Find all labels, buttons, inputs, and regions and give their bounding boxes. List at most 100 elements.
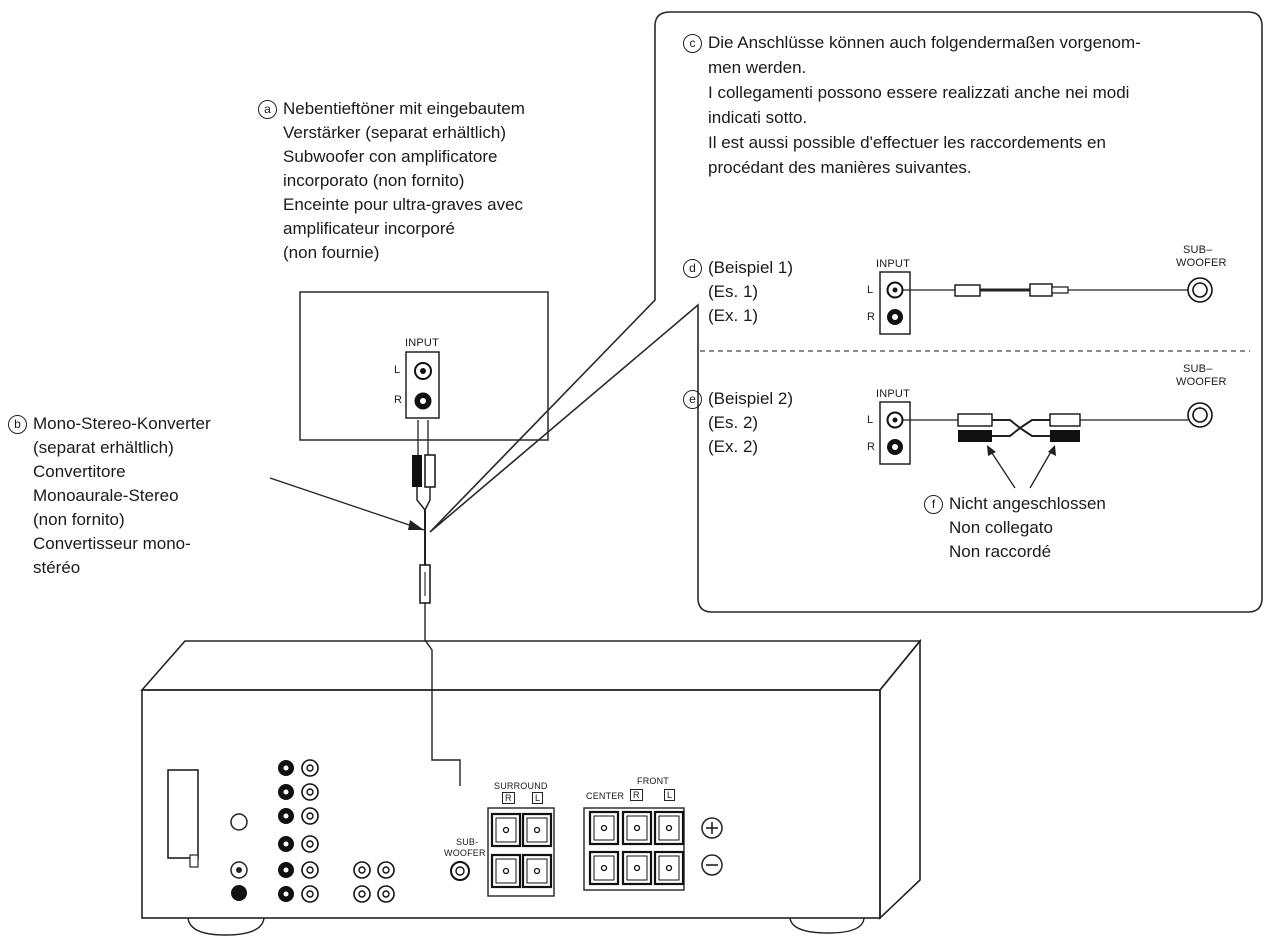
aux-jack <box>377 885 395 903</box>
surround-l-label: L <box>532 792 544 804</box>
sub-input-l-label: L <box>394 364 401 376</box>
ex1-plug-right <box>1029 283 1053 297</box>
ex1-input-panel <box>879 271 911 335</box>
note-a-line: Verstärker (separat erhältlich) <box>283 123 506 142</box>
marker-c: c <box>683 34 702 53</box>
note-a-line: amplificateur incorporé <box>283 219 455 238</box>
example-2-line: (Beispiel 2) <box>708 389 794 408</box>
note-a-line: Nebentieftöner mit eingebautem <box>283 99 525 118</box>
sub-input-r-label: R <box>394 394 403 406</box>
speaker-terminal <box>521 812 553 848</box>
rca-jack-pair <box>278 807 319 825</box>
speaker-terminal <box>621 810 653 846</box>
rca-plug-red <box>412 455 422 487</box>
speaker-terminal <box>588 810 620 846</box>
example-1-line: (Beispiel 1) <box>708 258 794 277</box>
note-f-line: Non raccordé <box>949 542 1052 561</box>
note-a-line: incorporato (non fornito) <box>283 171 465 190</box>
ex1-sub-label-top: SUB– <box>1183 244 1213 256</box>
marker-a: a <box>258 100 277 119</box>
arrow-f-right <box>1029 449 1053 489</box>
ex1-l-label: L <box>867 284 874 296</box>
rca-jack-pair <box>278 783 319 801</box>
speaker-terminal <box>588 850 620 886</box>
note-c-line: indicati sotto. <box>708 108 808 127</box>
example-2-line: (Es. 2) <box>708 413 759 432</box>
arrow-f-left <box>989 449 1016 489</box>
center-label: CENTER <box>586 791 625 801</box>
amp-sub-label-bottom: WOOFER <box>444 848 486 858</box>
subwoofer-input-l-jack <box>414 362 432 380</box>
note-b-line: Convertisseur mono- <box>33 534 191 553</box>
example-2: e (Beispiel 2) (Es. 2) (Ex. 2) <box>683 387 793 459</box>
example-2-line: (Ex. 2) <box>708 437 759 456</box>
note-b-line: stéréo <box>33 558 81 577</box>
rca-jack-pair <box>278 835 319 853</box>
front-label: FRONT <box>637 776 669 786</box>
amp-subwoofer-out-jack <box>450 861 470 881</box>
rca-jack-pair <box>278 885 319 903</box>
subwoofer-box <box>299 291 549 441</box>
subwoofer-input-panel <box>405 351 440 419</box>
rca-plug-white <box>424 454 436 488</box>
aux-jack <box>353 861 371 879</box>
speaker-terminal <box>653 810 685 846</box>
ex2-sub-label-top: SUB– <box>1183 363 1213 375</box>
marker-b: b <box>8 415 27 434</box>
ex2-plug-white-left <box>957 413 993 427</box>
ex2-sub-label-bottom: WOOFER <box>1176 376 1227 388</box>
note-c-line: men werden. <box>708 58 807 77</box>
ex2-input-panel <box>879 401 911 465</box>
note-f: f Nicht angeschlossen Non collegato Non r… <box>924 492 1106 564</box>
note-b-line: Convertitore <box>33 462 126 481</box>
speaker-terminal <box>653 850 685 886</box>
example-1: d(Beispiel 1) (Es. 1) (Ex. 1) <box>683 256 793 328</box>
note-b-line: Mono-Stereo-Konverter <box>33 414 211 433</box>
amp-sub-label-top: SUB- <box>456 837 479 847</box>
note-b-line: (non fornito) <box>33 510 125 529</box>
note-f-line: Nicht angeschlossen <box>949 494 1106 513</box>
marker-f: f <box>924 495 943 514</box>
note-c-line: Il est aussi possible d'effectuer les ra… <box>708 133 1106 152</box>
ex2-plug-white-right <box>1049 413 1081 427</box>
marker-d: d <box>683 259 702 278</box>
front-l-label: L <box>664 789 676 801</box>
example-1-line: (Ex. 1) <box>708 306 759 325</box>
note-a: a Nebentieftöner mit eingebautem Verstärk… <box>258 97 525 265</box>
ex2-l-label: L <box>867 414 874 426</box>
note-f-line: Non collegato <box>949 518 1053 537</box>
rca-jack-pair <box>278 861 319 879</box>
aux-jack <box>353 885 371 903</box>
ex1-input-label: INPUT <box>876 258 910 270</box>
speaker-terminal <box>490 812 522 848</box>
ex2-plug-black-left <box>958 430 992 442</box>
ex1-subwoofer-jack <box>1187 277 1213 303</box>
marker-e: e <box>683 390 702 409</box>
ex2-input-label: INPUT <box>876 388 910 400</box>
ex2-plug-black-right <box>1050 430 1080 442</box>
speaker-terminal <box>490 853 522 889</box>
rca-jack-pair <box>278 759 319 777</box>
note-c-line: I collegamenti possono essere realizzati… <box>708 83 1130 102</box>
ex1-r-label: R <box>867 311 876 323</box>
speaker-terminal <box>521 853 553 889</box>
callout-box-c <box>429 11 1263 613</box>
note-a-line: Subwoofer con amplificatore <box>283 147 498 166</box>
amplifier-rear-panel <box>140 638 922 936</box>
ex2-subwoofer-jack <box>1187 402 1213 428</box>
note-c-line: procédant des manières suivantes. <box>708 158 972 177</box>
note-a-line: Enceinte pour ultra-graves avec <box>283 195 524 214</box>
note-c: c Die Anschlüsse können auch folgendermaß… <box>683 30 1141 180</box>
ex1-plug-left <box>954 284 981 297</box>
ex2-r-label: R <box>867 441 876 453</box>
front-r-label: R <box>630 789 643 801</box>
sub-input-label: INPUT <box>405 337 439 349</box>
surround-r-label: R <box>502 792 515 804</box>
ex1-sub-label-bottom: WOOFER <box>1176 257 1227 269</box>
surround-label: SURROUND <box>494 781 548 791</box>
pointer-b <box>269 477 425 531</box>
note-c-line: Die Anschlüsse können auch folgendermaße… <box>708 33 1141 52</box>
note-a-line: (non fournie) <box>283 243 380 262</box>
